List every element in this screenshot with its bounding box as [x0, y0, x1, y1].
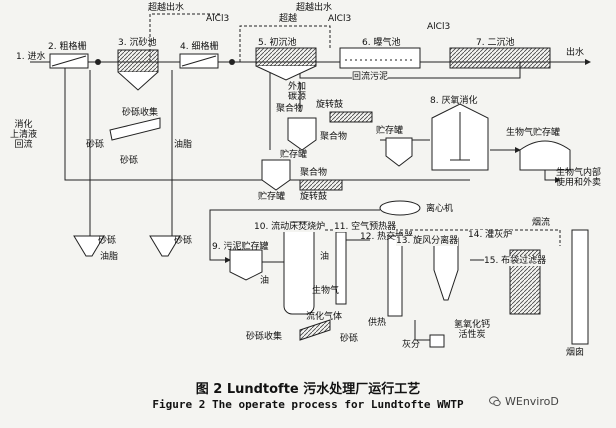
fine-screen-icon	[179, 53, 235, 69]
label-s2: 2. 粗格栅	[48, 42, 87, 52]
label-bypass-out-2: 超越出水	[296, 3, 333, 13]
label-s8: 8. 厌氧消化	[430, 96, 478, 106]
label-ash: 灰分	[402, 340, 421, 350]
ash-box-icon	[429, 334, 445, 348]
label-polymer2: 聚合物	[320, 132, 348, 142]
grit-conveyor-icon	[299, 319, 331, 341]
label-s15: 15. 布袋过滤器	[484, 256, 547, 266]
label-s5: 5. 初沉池	[258, 38, 297, 48]
label-grit-l: 砂砾	[98, 236, 117, 246]
label-alcl3-1: AlCl3	[206, 14, 230, 24]
ash-line	[414, 320, 430, 341]
label-lime-char: 氢氧化钙 活性炭	[454, 320, 491, 340]
sludge-tank-b-icon	[261, 159, 291, 191]
label-s10: 10. 流动床焚烧炉	[254, 222, 326, 232]
label-thickener2: 旋转鼓	[300, 192, 328, 202]
label-thickener1: 旋转鼓	[316, 100, 344, 110]
label-heat-supply: 供热	[368, 318, 387, 328]
label-s4: 4. 细格栅	[180, 42, 219, 52]
label-effluent: 出水	[566, 48, 585, 58]
bypass-line-1	[149, 13, 220, 62]
grit-hopper-left-icon	[73, 235, 105, 257]
label-external-carbon: 外加 碳源	[288, 82, 307, 102]
label-storage-tank: 贮存罐	[376, 126, 404, 136]
label-grit1: 砂砾	[86, 140, 105, 150]
grit-classifier-icon	[109, 117, 161, 141]
label-s11: 11. 空气预热器	[334, 222, 397, 232]
label-s12: 12. 热交换器	[360, 232, 414, 242]
secondary-clarifier-icon	[449, 47, 551, 69]
label-polymer3: 聚合物	[300, 168, 328, 178]
label-grit3: 砂砾	[340, 334, 359, 344]
air-preheater-icon	[335, 231, 347, 305]
label-sludge-tank-a: 贮存罐	[280, 150, 308, 160]
label-s9: 9. 污泥贮存罐	[212, 242, 269, 252]
primary-clarifier-icon	[255, 47, 317, 81]
caption-english: Figure 2 The operate process for Lundtof…	[152, 398, 464, 411]
watermark: WEnviroD	[505, 395, 559, 408]
label-bypass-out-1: 超越出水	[148, 3, 185, 13]
label-sludge-tank-b: 贮存罐	[258, 192, 286, 202]
bypass-line-2	[239, 25, 331, 62]
label-oil2: 油	[260, 276, 270, 286]
coarse-screen-icon	[49, 53, 101, 69]
label-alcl3-2: AlCl3	[328, 14, 352, 24]
label-grit-collect: 砂砾收集	[122, 108, 159, 118]
label-grit-collect2: 砂砾收集	[246, 332, 283, 342]
caption-chinese: 图 2 Lundtofte 污水处理厂运行工艺	[195, 382, 421, 397]
grit-chamber-icon	[117, 49, 159, 91]
centrifuge-icon	[379, 200, 421, 216]
incinerator-icon	[283, 221, 315, 315]
aeration-tank-icon	[339, 47, 421, 69]
rotary-drum-1-icon	[329, 111, 373, 123]
label-return-sludge: 回流污泥	[352, 72, 389, 82]
biogas-holder-icon	[519, 140, 571, 171]
label-s14: 14. 灌灰炉	[468, 230, 513, 240]
label-grease-l: 油脂	[100, 252, 119, 262]
label-grit-r: 砂砾	[174, 236, 193, 246]
label-stack: 烟囱	[566, 348, 585, 358]
stack-icon	[571, 229, 589, 345]
label-polymer1: 聚合物	[276, 104, 304, 114]
label-s6: 6. 曝气池	[362, 38, 401, 48]
storage-tank-icon	[385, 137, 413, 167]
rotary-drum-2-icon	[299, 179, 343, 191]
label-bypass: 超越	[279, 14, 298, 24]
label-s13: 13. 旋风分离器	[396, 236, 459, 246]
heat-exchanger-icon	[387, 235, 403, 317]
label-grease: 油脂	[174, 140, 193, 150]
label-oil1: 油	[320, 252, 330, 262]
label-fluid-gas: 流化气体	[306, 312, 343, 322]
label-alcl3-3: AlCl3	[427, 22, 451, 32]
centrifuge-line	[209, 209, 380, 263]
label-flue-gas: 烟流	[532, 218, 551, 228]
wechat-icon	[489, 396, 501, 407]
label-s3: 3. 沉砂池	[118, 38, 157, 48]
label-biogas-tank: 生物气贮存罐	[506, 128, 561, 138]
label-biogas: 生物气	[312, 286, 340, 296]
sludge-tank-a-icon	[287, 117, 317, 151]
cyclone-icon	[433, 237, 459, 301]
label-digest-return: 消化 上清液 回流	[10, 120, 38, 150]
sludge-storage-icon	[229, 249, 263, 281]
label-grit2: 砂砾	[120, 156, 139, 166]
anaerobic-digester-icon	[431, 103, 489, 171]
label-s1: 1. 进水	[16, 52, 46, 62]
grit-hopper-right-icon	[149, 235, 181, 257]
label-centrifuge: 离心机	[426, 204, 454, 214]
label-s7: 7. 二沉池	[476, 38, 515, 48]
label-biogas-use: 生物气内部 使用和外卖	[556, 168, 602, 188]
